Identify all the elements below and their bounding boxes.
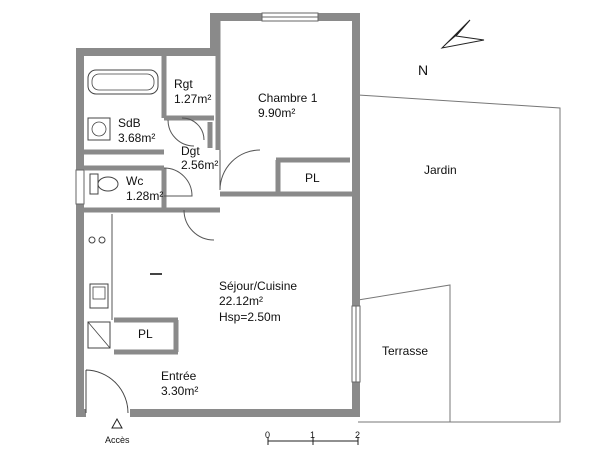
door-sejour <box>183 209 215 241</box>
door-dgt <box>219 149 261 191</box>
compass-north-label: N <box>418 62 429 78</box>
room-sejour-area: 22.12m² <box>219 294 264 308</box>
interior-walls <box>84 20 352 355</box>
room-dgt-area: 2.56m² <box>181 158 219 172</box>
door-rgt <box>181 117 205 141</box>
access-arrow-icon <box>111 417 123 429</box>
room-sdb-name: SdB <box>118 116 141 130</box>
kitchen-counter <box>87 214 113 349</box>
room-wc-area: 1.28m² <box>126 189 164 203</box>
room-chambre1-area: 9.90m² <box>258 106 296 120</box>
north-arrow-icon <box>440 19 485 49</box>
room-sejour-height: Hsp=2.50m <box>219 310 281 324</box>
room-entree-area: 3.30m² <box>161 384 199 398</box>
window-wc <box>75 169 85 205</box>
outdoor-jardin-label: Jardin <box>424 163 457 177</box>
room-dgt-name: Dgt <box>181 144 200 158</box>
room-rgt-name: Rgt <box>174 77 193 91</box>
room-sdb-area: 3.68m² <box>118 131 156 145</box>
stair-marker <box>150 273 162 275</box>
door-sdb <box>167 119 195 147</box>
room-chambre1-name: Chambre 1 <box>258 91 318 105</box>
bathtub <box>87 69 159 95</box>
room-wc-name: Wc <box>126 174 144 188</box>
door-wc <box>163 167 193 197</box>
room-sejour-name: Séjour/Cuisine <box>219 279 298 293</box>
outdoor-terrasse-label: Terrasse <box>382 344 429 358</box>
scale-tick-label: 2 <box>355 430 361 440</box>
entrance-door <box>85 369 129 414</box>
bathroom-sink <box>87 117 111 141</box>
garden-outline <box>357 94 561 423</box>
room-entree-name: Entrée <box>161 369 197 383</box>
room-rgt-area: 1.27m² <box>174 92 212 106</box>
terrace-outline <box>357 284 451 422</box>
scale-bar <box>267 437 359 445</box>
closet-pl-chambre: PL <box>305 171 320 185</box>
scale-tick-label: 0 <box>265 430 271 440</box>
closet-pl-entree: PL <box>138 327 153 341</box>
toilet-tank <box>89 173 99 195</box>
toilet-bowl <box>97 176 119 192</box>
scale-tick-label: 1 <box>310 430 316 440</box>
access-label: Accès <box>105 435 130 445</box>
